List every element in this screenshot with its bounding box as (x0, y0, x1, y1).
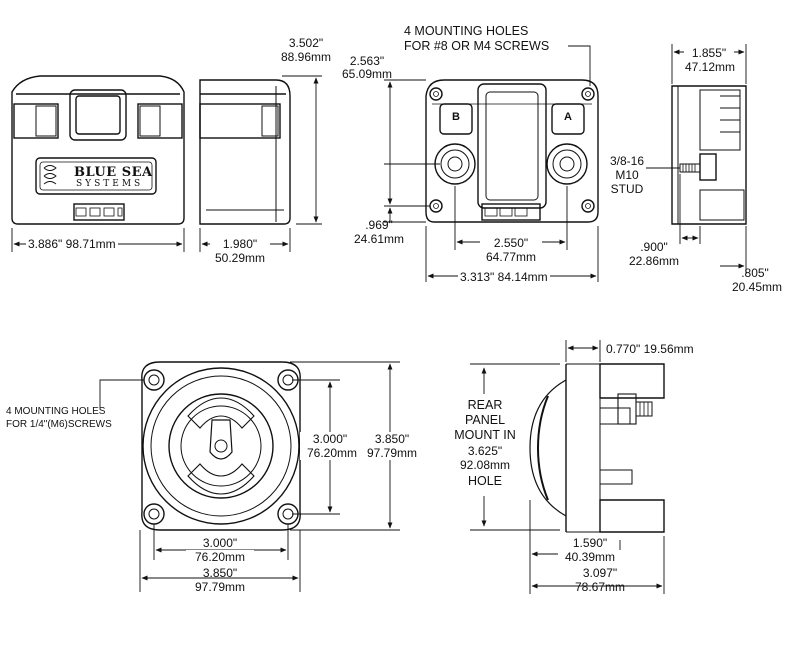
plan-holes-note-1: 4 MOUNTING HOLES (404, 24, 529, 38)
side-depth1-mm: 40.39mm (558, 550, 622, 564)
brand-line2: SYSTEMS (76, 179, 144, 189)
front-holes-note-2: FOR 1/4"(M6)SCREWS (6, 419, 112, 430)
side-top-dim: 0.770" 19.56mm (606, 342, 694, 356)
front-height-in: 3.502" (288, 36, 324, 50)
profile-depth-mm: 47.12mm (684, 60, 736, 74)
panel-note-2: PANEL (464, 413, 506, 427)
plan-height-in: 2.563" (349, 54, 385, 68)
side-view-top (199, 79, 291, 225)
plan-offset-mm: 24.61mm (353, 232, 405, 246)
dimension-lines (11, 44, 747, 594)
brand-line1: BLUE SEA (74, 165, 153, 180)
brand-logo: BLUE SEA SYSTEMS (52, 166, 154, 189)
profile-depth-in: 1.855" (684, 46, 734, 60)
plan-holes-note-2: FOR #8 OR M4 SCREWS (404, 39, 550, 53)
panel-note-4: 3.625" (467, 444, 503, 458)
front-view-top (11, 75, 185, 225)
outer-v-in: 3.850" (366, 432, 418, 446)
side-view-bottom (529, 363, 665, 533)
inner-v-mm: 76.20mm (300, 446, 364, 460)
panel-note-1: REAR (467, 398, 503, 412)
side-depth-in: 1.980" (210, 237, 270, 251)
stud-label-3: STUD (610, 182, 644, 196)
panel-note-5: 92.08mm (459, 458, 511, 472)
base-mm: 20.45mm (731, 280, 783, 294)
stud-height-mm: 22.86mm (628, 254, 680, 268)
stud-label-1: 3/8-16 (609, 154, 645, 168)
panel-note-6: HOLE (467, 474, 503, 488)
switch-label-a: A (564, 111, 572, 123)
front-width-mm: 98.71mm (65, 237, 116, 251)
front-view-bottom (141, 361, 301, 531)
stud-label-2: M10 (615, 168, 639, 182)
side-depth-mm: 50.29mm (214, 251, 266, 265)
side-depth2-mm: 78.67mm (574, 580, 626, 594)
outer-h-in: 3.850" (202, 566, 238, 580)
front-width-in: 3.886" (28, 237, 63, 251)
plan-offset-in: .969" (365, 218, 393, 232)
plan-height-mm: 65.09mm (341, 67, 393, 81)
side-depth1-in: 1.590" (572, 536, 608, 550)
plan-width-label: 3.313" 84.14mm (458, 270, 550, 284)
plan-width-mm: 84.14mm (497, 270, 548, 284)
front-height-mm: 88.96mm (280, 50, 332, 64)
inner-h-in: 3.000" (202, 536, 238, 550)
plan-view-top (425, 79, 599, 223)
profile-view-top-right (671, 85, 747, 225)
panel-note-3: MOUNT IN (454, 428, 516, 442)
switch-label-b: B (452, 111, 460, 123)
inner-v-in: 3.000" (300, 432, 360, 446)
stud-height-in: .900" (640, 240, 668, 254)
front-holes-note-1: 4 MOUNTING HOLES (6, 406, 106, 417)
base-in: .805" (741, 266, 769, 280)
outer-h-mm: 97.79mm (194, 580, 246, 594)
front-width-label: 3.886" 98.71mm (26, 237, 118, 251)
inner-h-mm: 76.20mm (186, 550, 254, 564)
plan-stud-spacing-mm: 64.77mm (485, 250, 537, 264)
side-depth2-in: 3.097" (582, 566, 618, 580)
plan-stud-spacing-in: 2.550" (480, 236, 542, 250)
outer-v-mm: 97.79mm (360, 446, 424, 460)
plan-width-in: 3.313" (460, 270, 495, 284)
